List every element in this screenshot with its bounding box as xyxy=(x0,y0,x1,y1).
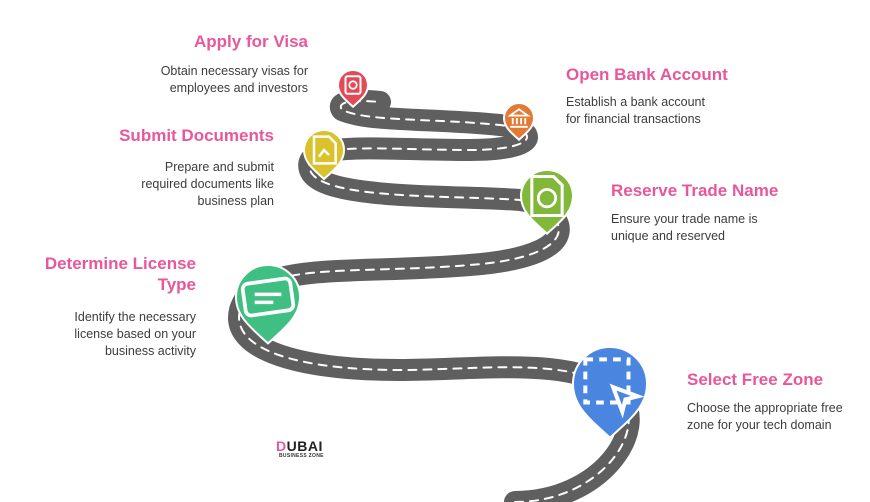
license-card-icon xyxy=(240,276,296,318)
step-title-submit-documents: Submit Documents xyxy=(119,126,274,145)
document-icon xyxy=(312,135,337,165)
step-desc-reserve-trade-name: Ensure your trade name is unique and res… xyxy=(611,212,758,243)
step-title-determine-license-type: Determine License Type xyxy=(44,254,196,294)
step-title-select-free-zone: Select Free Zone xyxy=(687,370,824,389)
map-pin-6 xyxy=(571,346,649,440)
step-desc-open-bank-account: Establish a bank account for financial t… xyxy=(566,95,705,126)
map-pin-1 xyxy=(336,69,370,109)
step-title-reserve-trade-name: Reserve Trade Name xyxy=(611,181,779,200)
registered-icon xyxy=(530,174,564,218)
logo-subtitle: BUSINESS ZONE xyxy=(279,453,324,459)
map-pin-5 xyxy=(234,264,302,345)
step-desc-apply-for-visa: Obtain necessary visas for employees and… xyxy=(160,64,308,95)
map-pin-2 xyxy=(502,102,536,142)
step-title-apply-for-visa: Apply for Visa xyxy=(194,32,308,51)
passport-icon xyxy=(344,75,362,95)
step-desc-select-free-zone: Choose the appropriate free zone for you… xyxy=(687,401,843,432)
map-pin-3 xyxy=(302,129,346,181)
step-desc-submit-documents: Prepare and submit required documents li… xyxy=(141,160,274,208)
dubai-business-zone-logo: DUBAI xyxy=(276,438,323,454)
step-title-open-bank-account: Open Bank Account xyxy=(566,65,728,84)
cursor-select-icon xyxy=(583,357,645,419)
map-pin-4 xyxy=(519,169,575,236)
step-desc-determine-license-type: Identify the necessary license based on … xyxy=(74,310,196,358)
bank-icon xyxy=(507,108,531,128)
